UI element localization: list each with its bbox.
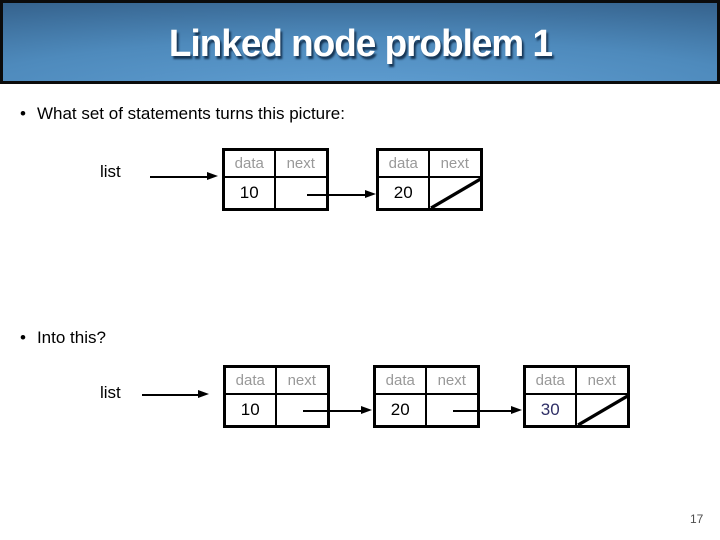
node-data-label: data — [376, 368, 427, 395]
node-data-value: 20 — [376, 395, 427, 425]
node-next-cell — [276, 178, 327, 208]
node-data-label: data — [526, 368, 577, 395]
bullet-item-1: • What set of statements turns this pict… — [20, 104, 345, 124]
title-banner: Linked node problem 1 — [0, 0, 720, 84]
node-data-value: 10 — [226, 395, 277, 425]
arrow-node-to-node — [303, 405, 372, 414]
arrow-node-to-node — [307, 189, 376, 198]
node-next-label: next — [276, 368, 327, 395]
node-next-label: next — [429, 151, 480, 178]
node-next-label: next — [275, 151, 326, 178]
bullet-marker: • — [20, 104, 26, 123]
node-box: data next 20 — [376, 148, 483, 211]
node-next-cell — [576, 395, 627, 425]
node-box: data next 20 — [373, 365, 480, 428]
bullet-marker: • — [20, 328, 26, 347]
bullet-text: What set of statements turns this pictur… — [36, 104, 345, 123]
node-next-label: next — [426, 368, 477, 395]
list-pointer-label: list — [100, 383, 121, 402]
node-data-label: data — [225, 151, 276, 178]
arrow-list-to-node — [142, 389, 209, 398]
list-pointer-label: list — [100, 162, 121, 181]
node-data-value: 30 — [526, 395, 577, 425]
node-data-label: data — [226, 368, 277, 395]
node-box: data next 10 — [223, 365, 330, 428]
bullet-item-2: • Into this? — [20, 328, 106, 348]
slide-title: Linked node problem 1 — [168, 22, 552, 65]
node-next-label: next — [576, 368, 627, 395]
arrow-node-to-node — [453, 405, 522, 414]
bullet-text: Into this? — [36, 328, 106, 347]
null-pointer-slash-icon — [576, 395, 627, 425]
node-box: data next 30 — [523, 365, 630, 428]
node-next-cell — [429, 178, 480, 208]
page-number: 17 — [690, 512, 704, 526]
node-data-value: 10 — [225, 178, 276, 208]
node-data-label: data — [379, 151, 430, 178]
arrow-list-to-node — [150, 171, 218, 180]
node-box: data next 10 — [222, 148, 329, 211]
null-pointer-slash-icon — [429, 178, 480, 208]
node-data-value: 20 — [379, 178, 430, 208]
